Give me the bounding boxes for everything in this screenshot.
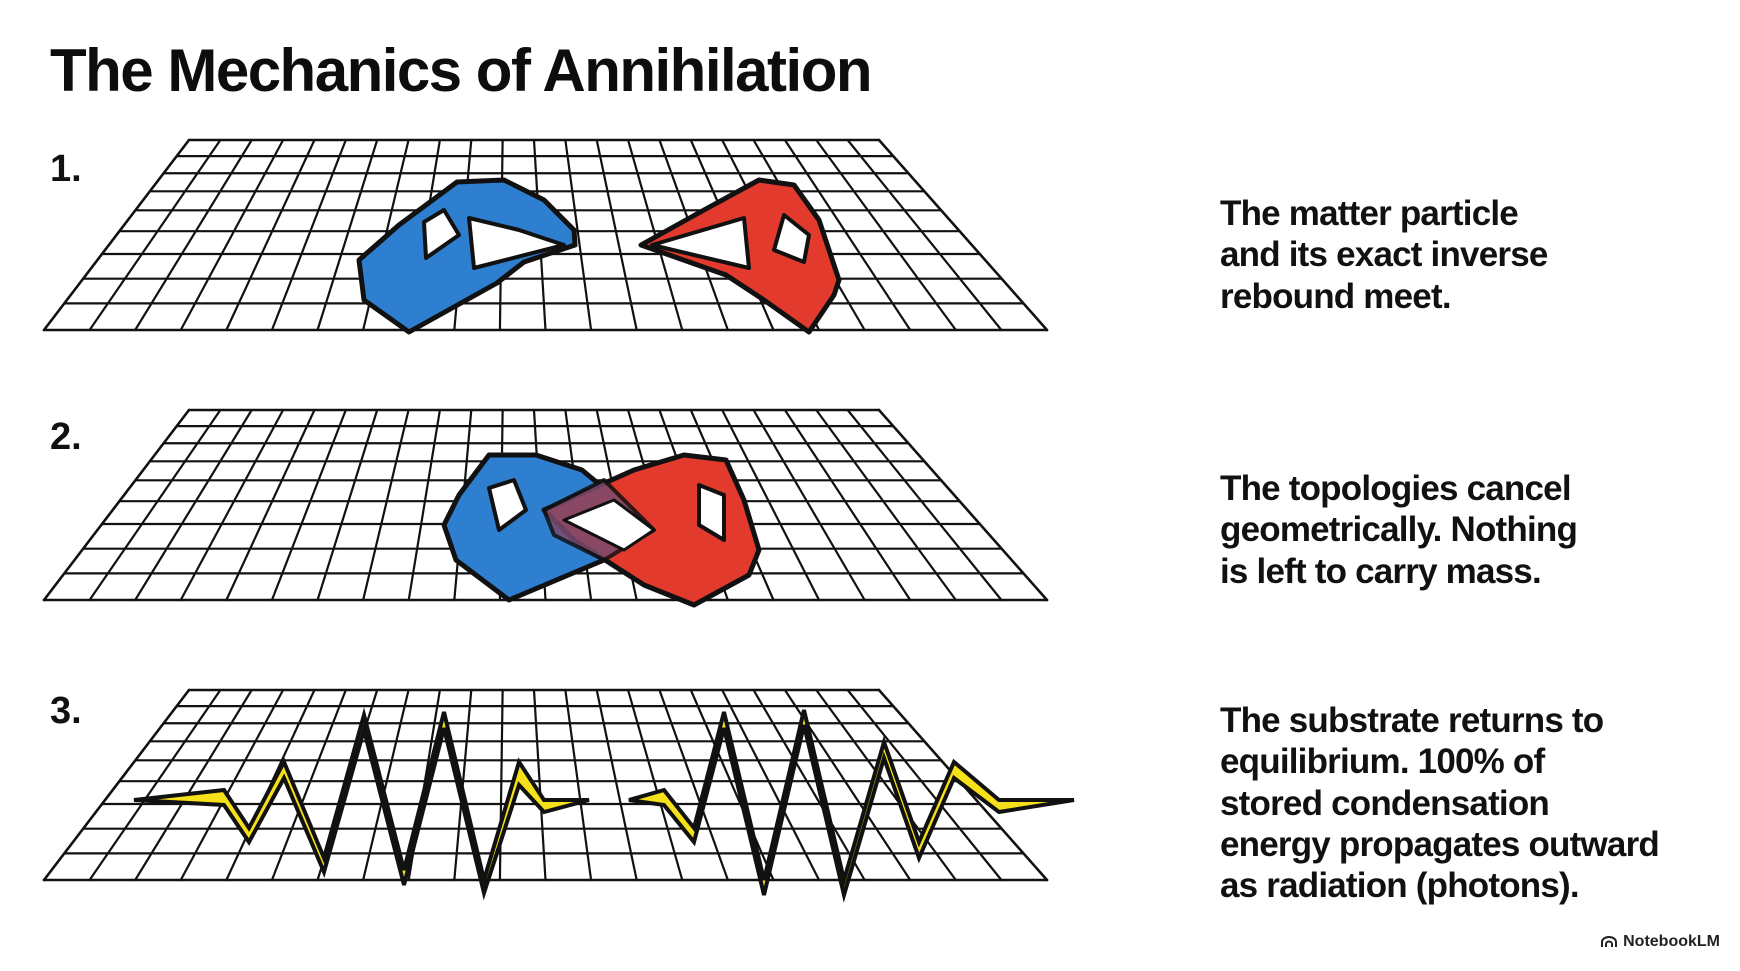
grid-line <box>532 688 547 882</box>
grid-line <box>658 688 729 882</box>
grid-line <box>877 408 1049 602</box>
grid-line <box>498 688 504 882</box>
inverse-particle-shape <box>638 177 842 335</box>
step-3-caption: The substrate returns to equilibrium. 10… <box>1220 701 1660 906</box>
grid-line <box>564 688 593 882</box>
grid-line <box>752 408 866 602</box>
radiation-wave-left <box>133 707 590 901</box>
step-2-number: 2. <box>50 416 82 458</box>
grid-line <box>362 408 410 602</box>
notebooklm-logo-icon <box>1601 936 1618 947</box>
grid-line <box>407 408 442 602</box>
grid-line <box>179 688 285 882</box>
grid-line <box>362 688 410 882</box>
grid-line <box>179 138 285 332</box>
page-title: The Mechanics of Annihilation <box>50 37 873 104</box>
grid-line <box>689 688 775 882</box>
grid-line <box>815 138 957 332</box>
grid-line <box>316 138 379 332</box>
grid-line <box>42 138 191 332</box>
footer-brand: NotebookLM <box>1601 933 1720 951</box>
step-3-number: 3. <box>50 690 82 732</box>
grid-line <box>783 408 912 602</box>
radiation-wave-right <box>628 709 1075 903</box>
grid-line <box>42 688 191 882</box>
grid-line <box>846 408 1003 602</box>
grid-line <box>783 138 912 332</box>
grid-line <box>88 138 222 332</box>
grid-line <box>42 408 191 602</box>
step-2-panel <box>42 408 1174 645</box>
step-1-caption: The matter particle and its exact invers… <box>1220 194 1548 316</box>
grid-line <box>752 688 866 882</box>
grid-line <box>270 408 347 602</box>
grid-line <box>595 688 638 882</box>
step-3-diagram <box>42 688 1075 903</box>
grid-line <box>225 408 316 602</box>
step-3-panel <box>42 688 1174 925</box>
step-2-diagram <box>42 408 1049 608</box>
cancellation-overlap-region <box>542 478 656 562</box>
footer-brand-label: NotebookLM <box>1623 933 1720 950</box>
grid-line <box>88 688 222 882</box>
grid-line <box>815 688 957 882</box>
grid-line <box>134 688 253 882</box>
grid-line <box>564 138 593 332</box>
grid-line <box>846 138 1003 332</box>
grid-line <box>134 408 253 602</box>
grid-line <box>877 138 1049 332</box>
grid-line <box>225 138 316 332</box>
step-1-diagram <box>42 138 1049 335</box>
grid-line <box>721 408 821 602</box>
step-2-caption: The topologies cancel geometrically. Not… <box>1220 469 1578 591</box>
grid-line <box>179 408 285 602</box>
grid-line <box>721 688 821 882</box>
grid-line <box>846 688 1003 882</box>
grid-line <box>815 408 957 602</box>
grid-line <box>134 138 253 332</box>
grid-line <box>270 138 347 332</box>
grid-line <box>88 408 222 602</box>
grid-line <box>270 688 347 882</box>
grid-line <box>626 688 684 882</box>
matter-particle-shape <box>356 177 578 335</box>
step-1-panel <box>42 138 1174 375</box>
grid-line <box>316 408 379 602</box>
step-1-number: 1. <box>50 148 82 190</box>
grid-line <box>595 138 638 332</box>
